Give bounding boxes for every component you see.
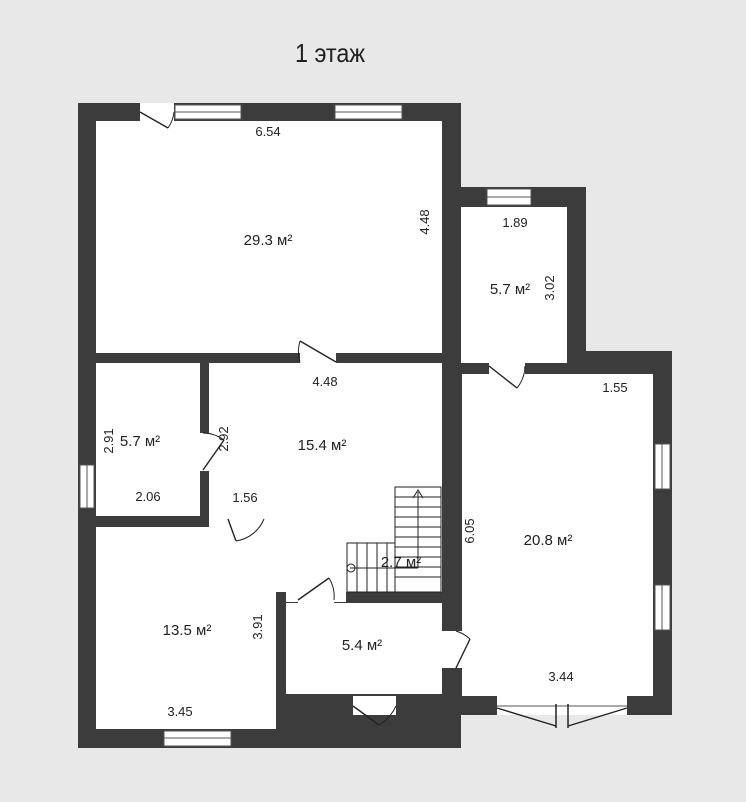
room-bath — [286, 603, 442, 694]
room-dimension: 4.48 — [417, 209, 432, 234]
door-bath — [297, 577, 330, 601]
room-dimension: 3.91 — [250, 614, 265, 639]
room-area: 15.4 м² — [298, 437, 347, 454]
door-bath-right — [455, 638, 471, 669]
room-stair-link — [286, 517, 346, 602]
door-main-left — [496, 707, 557, 727]
room-dimension: 4.48 — [312, 374, 337, 389]
room-dimension: 3.45 — [167, 704, 192, 719]
room-dimension: 1.56 — [232, 490, 257, 505]
door-living-hall — [299, 340, 337, 363]
door-bottom-left — [227, 518, 237, 542]
room-small-left — [96, 363, 200, 516]
room-area: 29.3 м² — [244, 232, 293, 249]
room-dimension: 3.44 — [548, 669, 573, 684]
staircase — [346, 486, 442, 593]
room-dimension: 2.06 — [135, 489, 160, 504]
room-dimension: 1.89 — [502, 215, 527, 230]
room-dimension: 6.54 — [255, 124, 280, 139]
room-dimension: 6.05 — [462, 518, 477, 543]
door-small-top — [488, 365, 518, 389]
door-entry-top — [139, 111, 169, 129]
floor-title: 1 этаж — [294, 38, 366, 68]
door-bath-bottom — [352, 705, 380, 726]
room-bottom-left — [96, 527, 276, 729]
room-living — [96, 121, 442, 353]
windows — [79, 104, 671, 747]
door-main-right — [567, 707, 628, 727]
room-small-top — [461, 207, 567, 363]
room-dimension: 1.55 — [602, 380, 627, 395]
room-area: 13.5 м² — [163, 622, 212, 639]
room-area: 5.7 м² — [120, 433, 160, 450]
room-area: 2.7 м² — [381, 554, 421, 571]
room-area: 5.4 м² — [342, 637, 382, 654]
room-area: 5.7 м² — [490, 281, 530, 298]
door-small-left — [202, 439, 225, 471]
rooms — [96, 121, 653, 729]
labels: 29.3 м² 6.54 4.48 5.7 м² 1.89 3.02 5.7 м… — [101, 124, 628, 719]
room-dimension: 3.02 — [542, 275, 557, 300]
doors — [139, 103, 628, 728]
room-dimension: 2.91 — [101, 428, 116, 453]
room-area: 20.8 м² — [524, 532, 573, 549]
room-dimension: 2.92 — [216, 426, 231, 451]
room-big-right — [462, 374, 653, 696]
